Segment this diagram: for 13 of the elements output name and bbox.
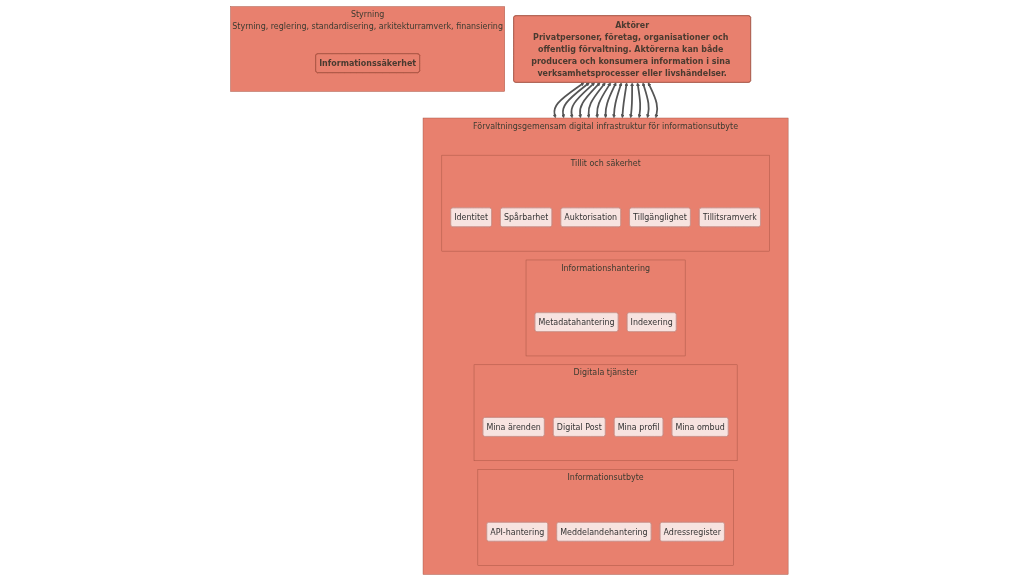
arrow bbox=[629, 82, 635, 119]
arrow bbox=[569, 82, 596, 119]
arrow bbox=[642, 82, 651, 119]
arrow bbox=[612, 82, 623, 119]
arrow bbox=[648, 82, 659, 119]
arrow bbox=[586, 82, 606, 119]
arrow bbox=[636, 82, 642, 119]
arrow bbox=[595, 82, 612, 119]
arrow bbox=[561, 82, 590, 119]
arrow bbox=[620, 82, 629, 119]
arrow bbox=[552, 82, 585, 119]
arrow bbox=[603, 82, 617, 119]
arrow bbox=[578, 82, 601, 119]
